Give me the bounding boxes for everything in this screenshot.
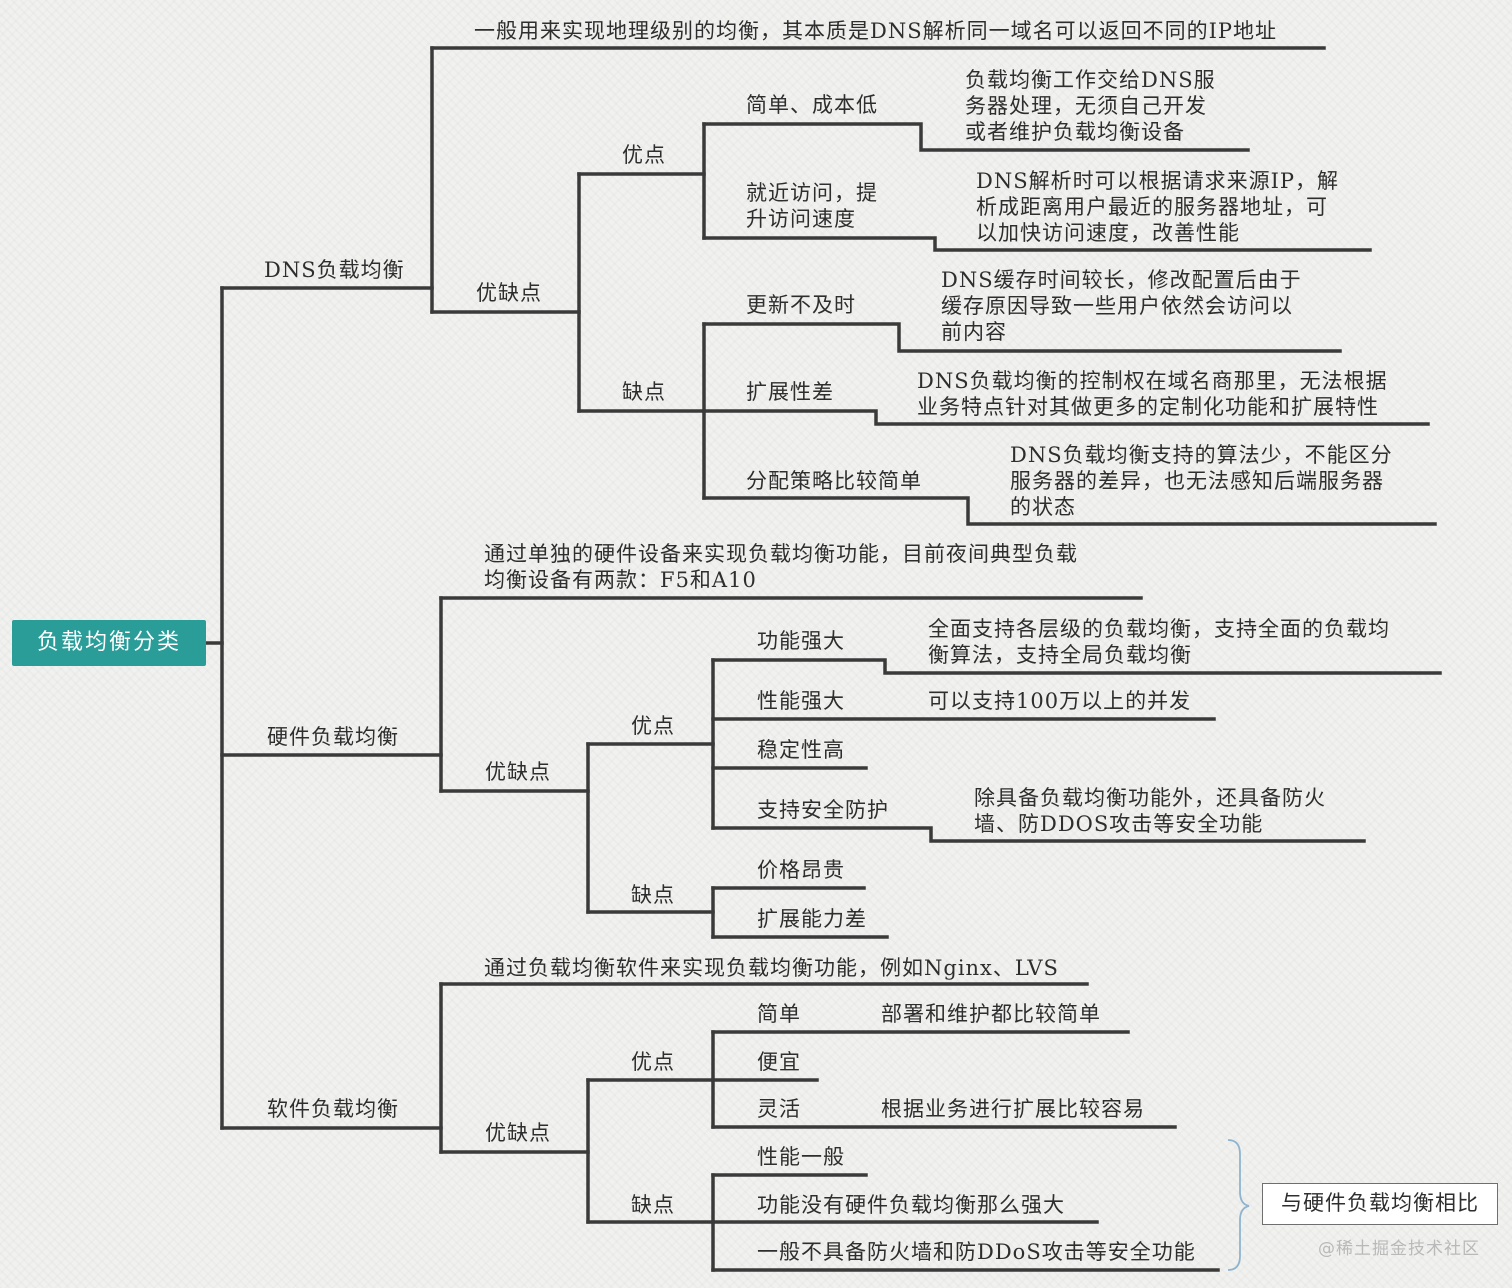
software-pro-simple[interactable]: 简单	[757, 1002, 801, 1026]
watermark: @稀土掘金技术社区	[1318, 1239, 1480, 1259]
hardware-description: 通过单独的硬件设备来实现负载均衡功能，目前夜间典型负载 均衡设备有两款：F5和A…	[484, 542, 1078, 592]
hardware-pro-security[interactable]: 支持安全防护	[757, 798, 889, 822]
hardware-pro-security-detail: 除具备负载均衡功能外，还具备防火 墙、防DDOS攻击等安全功能	[974, 786, 1326, 836]
dns-con-strategy[interactable]: 分配策略比较简单	[746, 469, 922, 493]
dns-pro-nearby-detail: DNS解析时可以根据请求来源IP，解 析成距离用户最近的服务器地址，可 以加快访…	[976, 169, 1340, 245]
software-pro-flexible[interactable]: 灵活	[757, 1097, 801, 1121]
hardware-pro-powerful-detail: 全面支持各层级的负载均衡，支持全面的负载均 衡算法，支持全局负载均衡	[928, 617, 1390, 667]
hardware-pro-powerful[interactable]: 功能强大	[757, 629, 845, 653]
dns-con-scalability-detail: DNS负载均衡的控制权在域名商那里，无法根据 业务特点针对其做更多的定制化功能和…	[917, 369, 1388, 419]
software-con-performance[interactable]: 性能一般	[757, 1145, 845, 1169]
hardware-pro-performance[interactable]: 性能强大	[757, 689, 845, 713]
dns-pros-node[interactable]: 优点	[622, 143, 666, 167]
dns-con-scalability[interactable]: 扩展性差	[746, 380, 834, 404]
dns-description: 一般用来实现地理级别的均衡，其本质是DNS解析同一域名可以返回不同的IP地址	[474, 19, 1278, 43]
software-pro-cheap[interactable]: 便宜	[757, 1050, 801, 1074]
software-pro-flexible-detail: 根据业务进行扩展比较容易	[881, 1097, 1145, 1121]
hardware-con-price[interactable]: 价格昂贵	[757, 858, 845, 882]
software-cons-node[interactable]: 缺点	[631, 1193, 675, 1217]
hardware-cons-node[interactable]: 缺点	[631, 883, 675, 907]
software-proscons-node[interactable]: 优缺点	[485, 1121, 551, 1145]
hardware-pro-performance-detail: 可以支持100万以上的并发	[928, 689, 1192, 713]
dns-node[interactable]: DNS负载均衡	[264, 258, 405, 282]
hardware-pros-node[interactable]: 优点	[631, 714, 675, 738]
hardware-pro-stability[interactable]: 稳定性高	[757, 738, 845, 762]
dns-pro-simple[interactable]: 简单、成本低	[746, 93, 878, 117]
software-pro-simple-detail: 部署和维护都比较简单	[881, 1002, 1101, 1026]
software-description: 通过负载均衡软件来实现负载均衡功能，例如Nginx、LVS	[484, 956, 1059, 980]
software-con-security[interactable]: 一般不具备防火墙和防DDoS攻击等安全功能	[757, 1240, 1196, 1264]
software-node[interactable]: 软件负载均衡	[267, 1097, 399, 1121]
software-pros-node[interactable]: 优点	[631, 1050, 675, 1074]
hardware-con-scalability[interactable]: 扩展能力差	[757, 907, 867, 931]
dns-cons-node[interactable]: 缺点	[622, 380, 666, 404]
dns-con-update[interactable]: 更新不及时	[746, 293, 856, 317]
dns-proscons-node[interactable]: 优缺点	[476, 281, 542, 305]
dns-pro-simple-detail: 负载均衡工作交给DNS服 务器处理，无须自己开发 或者维护负载均衡设备	[965, 68, 1216, 144]
comparison-callout[interactable]: 与硬件负载均衡相比	[1262, 1183, 1498, 1225]
software-con-features[interactable]: 功能没有硬件负载均衡那么强大	[757, 1193, 1065, 1217]
dns-con-strategy-detail: DNS负载均衡支持的算法少，不能区分 服务器的差异，也无法感知后端服务器 的状态	[1010, 443, 1393, 519]
hardware-proscons-node[interactable]: 优缺点	[485, 760, 551, 784]
root-node[interactable]: 负载均衡分类	[12, 620, 206, 666]
hardware-node[interactable]: 硬件负载均衡	[267, 725, 399, 749]
dns-pro-nearby[interactable]: 就近访问，提 升访问速度	[746, 181, 878, 231]
dns-con-update-detail: DNS缓存时间较长，修改配置后由于 缓存原因导致一些用户依然会访问以 前内容	[941, 268, 1302, 344]
brace-shape	[1227, 1139, 1250, 1271]
